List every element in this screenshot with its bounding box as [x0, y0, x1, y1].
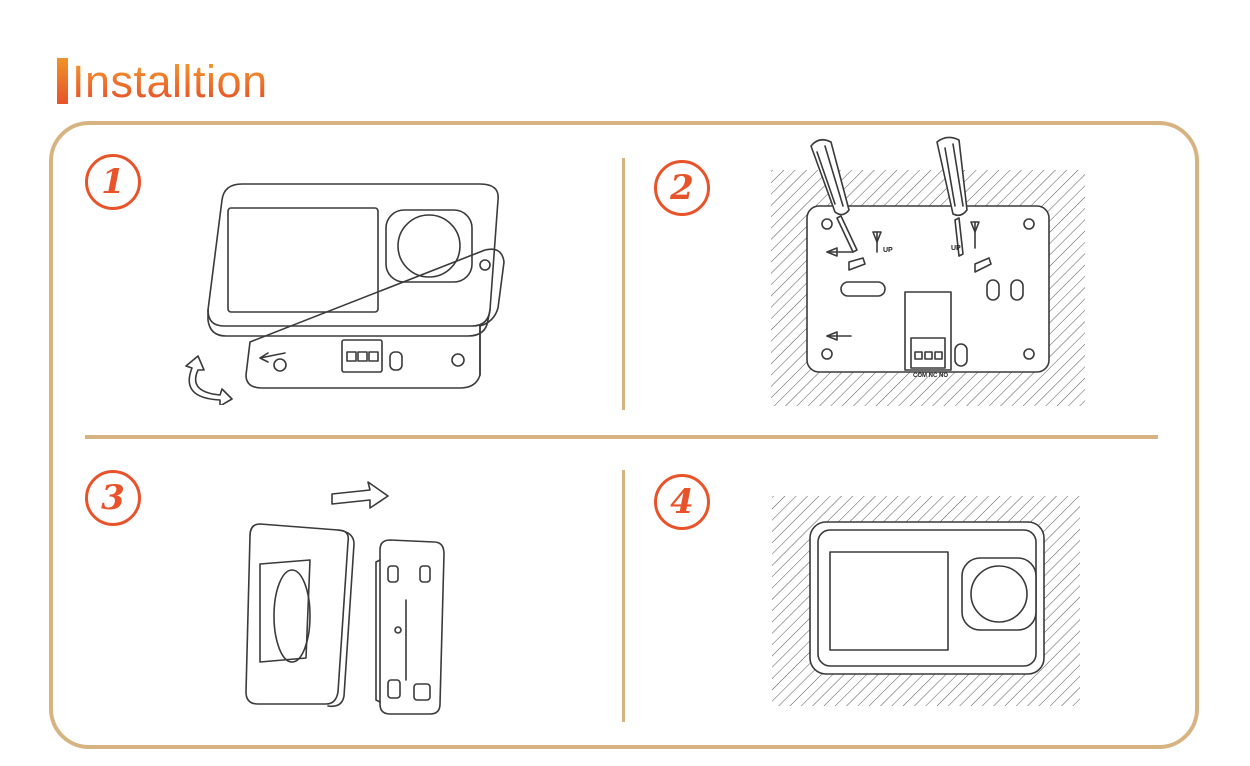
step-4-number: 4 — [654, 474, 710, 530]
step-2-up-label-right: UP — [951, 245, 961, 252]
step-2-number: 2 — [654, 160, 710, 216]
step-1-number: 1 — [85, 154, 141, 210]
page-title: Installtion — [57, 50, 268, 110]
step-2-up-label-left: UP — [883, 247, 893, 254]
step-1-remove-device-illustration — [185, 183, 505, 405]
step-4-mounted-device-illustration — [772, 496, 1080, 706]
step-2-mount-base-illustration: UP UP COM NC NO — [771, 136, 1085, 406]
vertical-divider-bottom — [622, 470, 625, 722]
step-3-number: 3 — [85, 470, 141, 526]
title-text: Installtion — [72, 54, 268, 110]
title-accent-bar — [57, 58, 68, 104]
vertical-divider-top — [622, 158, 625, 410]
step-2-terminal-label: COM NC NO — [913, 373, 948, 379]
steps-frame — [49, 121, 1199, 749]
horizontal-divider — [85, 435, 1158, 439]
step-3-attach-device-illustration — [245, 481, 445, 715]
